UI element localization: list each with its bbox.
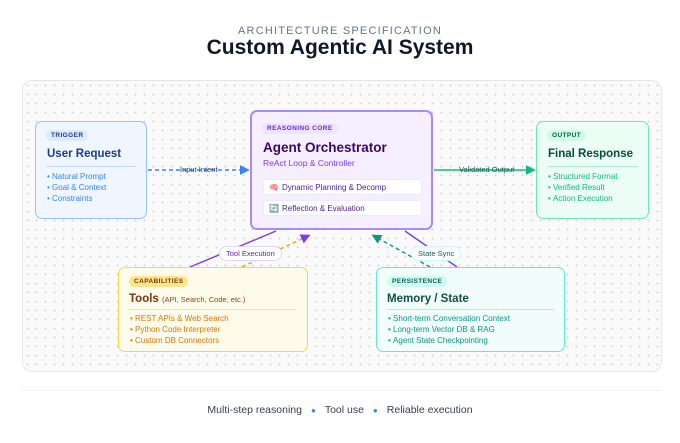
separator-dot-icon: ● [372,406,378,415]
cycle-icon: 🔄 [269,204,279,213]
edge-label-tool-execution: Tool Execution [219,246,282,261]
list-item: Structured Format [548,171,617,182]
edge-label-input-intent: Input Intent [180,165,218,174]
list-item: Python Code Interpreter [130,324,229,335]
node-item-list: Natural Prompt Goal & Context Constraint… [47,171,106,204]
node-title: Tools [129,293,159,305]
header-eyebrow: ARCHITECTURE SPECIFICATION [238,25,442,37]
node-tag: OUTPUT [547,130,587,141]
node-title: Agent Orchestrator [263,140,387,155]
list-item: Agent State Checkpointing [388,335,510,346]
footer-item: Reliable execution [386,404,473,416]
node-divider [547,166,638,167]
footer-divider [22,390,662,391]
node-divider [387,309,554,310]
node-title: Memory / State [387,293,469,305]
node-final-response: OUTPUT Final Response Structured Format … [536,121,649,219]
brain-icon: 🧠 [269,183,279,192]
node-divider [129,309,297,310]
edge-memory-to-core [371,234,431,268]
node-tag: TRIGGER [46,130,89,141]
list-item: Action Execution [548,193,618,204]
list-item: REST APIs & Web Search [130,313,229,324]
node-tag: CAPABILITIES [129,276,189,287]
node-tag: REASONING CORE [262,123,338,134]
page-title: Custom Agentic AI System [206,36,474,59]
node-tag: PERSISTENCE [387,276,448,287]
node-user-request: TRIGGER User Request Natural Prompt Goal… [35,121,147,219]
node-subtitle: ReAct Loop & Controller [263,158,355,168]
node-memory-state: PERSISTENCE Memory / State Short-term Co… [376,267,565,352]
edge-label-validated-output: Validated Output [459,165,515,174]
node-divider [46,166,136,167]
node-title-detail: (API, Search, Code, etc.) [162,295,246,304]
list-item: Verified Result [548,182,618,193]
capability-pill-reflection: 🔄Reflection & Evaluation [263,200,422,216]
separator-dot-icon: ● [310,406,316,415]
list-item: Goal & Context [47,182,106,193]
pill-label: Dynamic Planning & Decomp [281,183,387,192]
list-item: Natural Prompt [47,171,106,182]
node-agent-orchestrator: REASONING CORE Agent Orchestrator ReAct … [250,110,433,230]
list-item: Constraints [47,193,106,204]
footer-summary: Multi-step reasoning ● Tool use ● Reliable e… [0,404,680,416]
capability-pill-planning: 🧠Dynamic Planning & Decomp [263,179,422,195]
node-title: User Request [47,148,122,160]
list-item: Long-term Vector DB & RAG [388,324,510,335]
list-item: Custom DB Connectors [130,335,229,346]
list-item: Short-term Conversation Context [388,313,510,324]
footer-item: Tool use [324,404,364,416]
pill-label: Reflection & Evaluation [281,204,365,213]
node-title: Final Response [548,148,633,160]
node-item-list: REST APIs & Web Search Python Code Inter… [130,313,229,346]
edge-label-state-sync: State Sync [411,246,462,261]
node-title-wrap: Tools (API, Search, Code, etc.) [129,293,245,305]
node-item-list: Structured Format Verified Result Action… [548,171,618,204]
node-item-list: Short-term Conversation Context Long-ter… [388,313,510,346]
node-tools: CAPABILITIES Tools (API, Search, Code, e… [118,267,308,352]
footer-item: Multi-step reasoning [207,404,302,416]
